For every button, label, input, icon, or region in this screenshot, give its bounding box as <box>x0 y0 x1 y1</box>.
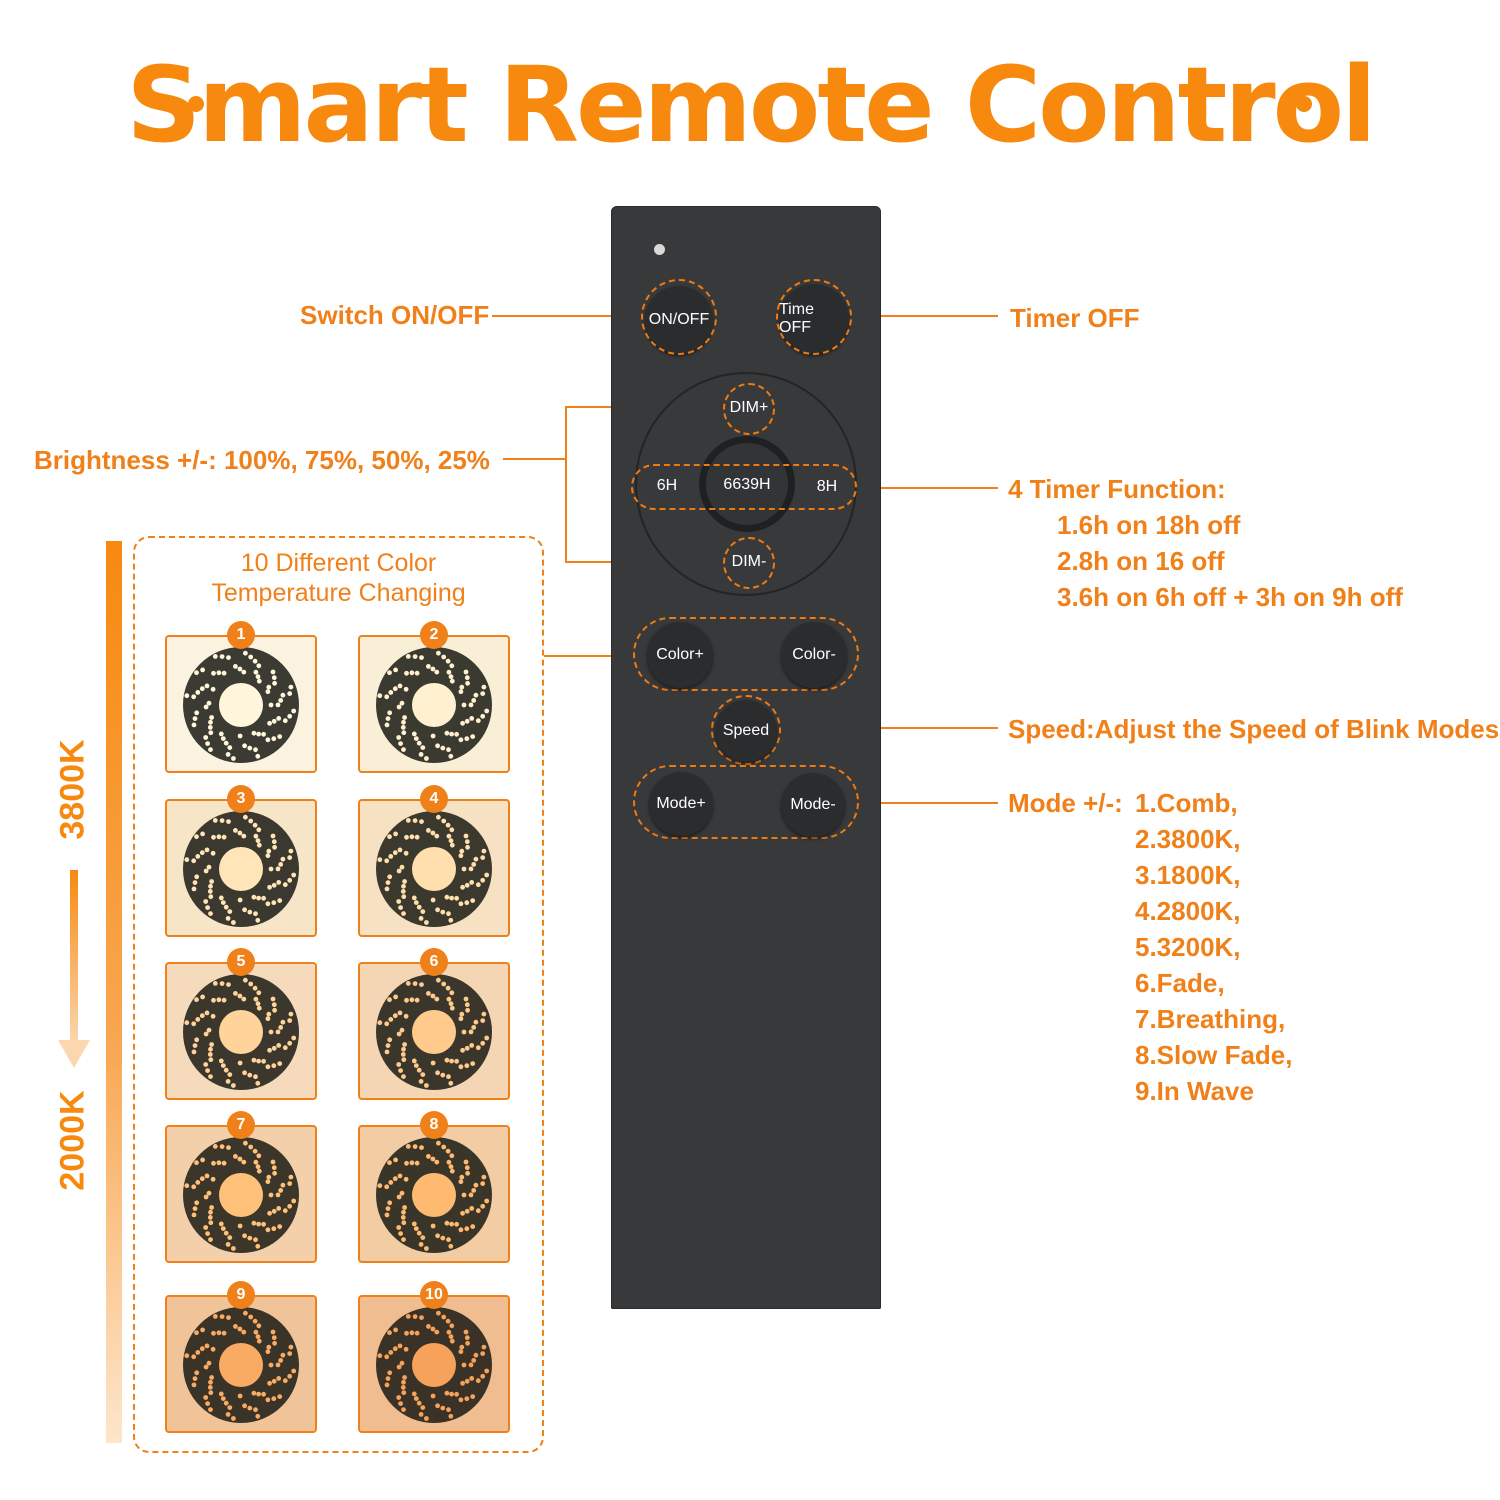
mode-item: 7.Breathing, <box>1135 1004 1286 1034</box>
mode-minus-label: Mode- <box>790 796 836 813</box>
color-sample-card <box>165 799 317 937</box>
mode-plus-label: Mode+ <box>656 795 706 812</box>
wreath-icon <box>183 811 299 927</box>
connector-line <box>492 315 642 317</box>
mode-minus-button[interactable]: Mode- <box>781 773 845 837</box>
color-plus-label: Color+ <box>656 646 704 663</box>
color-minus-label: Color- <box>792 646 836 663</box>
color-plus-button[interactable]: Color+ <box>647 622 713 688</box>
color-sample-card <box>358 635 510 773</box>
color-sample-card <box>165 635 317 773</box>
center-button[interactable]: 6639H <box>723 476 771 493</box>
wreath-icon <box>376 1307 492 1423</box>
connector-line <box>565 406 567 562</box>
indicator-led <box>654 244 665 255</box>
connector-line <box>855 487 998 489</box>
color-sample-number: 8 <box>420 1111 448 1139</box>
time-off-highlight <box>776 279 852 355</box>
mode-item: 1.Comb, <box>1135 788 1238 818</box>
color-sample-card <box>165 1125 317 1263</box>
color-sample-number: 3 <box>227 785 255 813</box>
mode-row-highlight <box>633 765 859 839</box>
scale-arrow-shaft <box>70 870 78 1046</box>
title-dot-left <box>188 96 204 112</box>
eight-h-button[interactable]: 8H <box>816 478 838 495</box>
color-temperature-panel <box>133 536 544 1453</box>
color-sample-card <box>165 1295 317 1433</box>
color-sample-number: 2 <box>420 621 448 649</box>
color-sample-number: 4 <box>420 785 448 813</box>
speed-label: Speed <box>722 722 770 739</box>
speed-button[interactable]: Speed <box>715 700 777 762</box>
color-row-highlight <box>633 617 859 691</box>
color-sample-card <box>358 799 510 937</box>
panel-title-line1: 10 Different Color <box>240 549 437 577</box>
center-ring <box>699 436 795 532</box>
label-switch: Switch ON/OFF <box>300 300 490 330</box>
panel-title-line2: Temperature Changing <box>211 579 466 607</box>
connector-line <box>780 727 998 729</box>
six-h-button[interactable]: 6H <box>656 477 678 494</box>
connector-line <box>544 655 634 657</box>
title-dot-right <box>1296 96 1312 112</box>
color-sample-number: 10 <box>420 1281 448 1309</box>
color-sample-number: 6 <box>420 948 448 976</box>
dim-minus-highlight <box>723 537 775 589</box>
color-sample-number: 1 <box>227 621 255 649</box>
color-sample-card <box>165 962 317 1100</box>
label-brightness: Brightness +/-: 100%, 75%, 50%, 25% <box>34 445 490 475</box>
wreath-icon <box>183 974 299 1090</box>
label-mode: Mode +/-: <box>1008 788 1123 818</box>
mode-item: 2.3800K, <box>1135 824 1241 854</box>
color-sample-number: 7 <box>227 1111 255 1139</box>
mode-item: 5.3200K, <box>1135 932 1241 962</box>
color-minus-button[interactable]: Color- <box>781 622 847 688</box>
mode-item: 9.In Wave <box>1135 1076 1254 1106</box>
wreath-icon <box>183 647 299 763</box>
wreath-icon <box>376 1137 492 1253</box>
wreath-icon <box>183 1307 299 1423</box>
label-speed: Speed:Adjust the Speed of Blink Modes <box>1008 714 1500 744</box>
connector-line <box>848 315 998 317</box>
mode-item: 6.Fade, <box>1135 968 1225 998</box>
label-timer-off: Timer OFF <box>1010 303 1140 333</box>
scale-top-label: 3800K <box>53 739 92 840</box>
color-sample-card <box>358 1295 510 1433</box>
remote-control: ON/OFF Time OFF DIM+ DIM- 6H 6639H 8H Co… <box>611 206 881 1309</box>
timer-row-highlight <box>631 464 857 510</box>
color-sample-card <box>358 1125 510 1263</box>
temperature-gradient-bar <box>106 541 122 1443</box>
timer-function-item: 1.6h on 18h off <box>1057 510 1241 540</box>
color-sample-number: 9 <box>227 1281 255 1309</box>
timer-function-item: 2.8h on 16 off <box>1057 546 1225 576</box>
speed-highlight <box>711 695 781 765</box>
color-sample-number: 5 <box>227 948 255 976</box>
wreath-icon <box>376 647 492 763</box>
mode-plus-button[interactable]: Mode+ <box>649 772 713 836</box>
wreath-icon <box>376 811 492 927</box>
mode-item: 8.Slow Fade, <box>1135 1040 1293 1070</box>
dim-plus-highlight <box>723 383 775 435</box>
connector-line <box>857 802 998 804</box>
timer-function-item: 3.6h on 6h off + 3h on 9h off <box>1057 582 1403 612</box>
page-title: Smart Remote Control <box>126 44 1376 166</box>
connector-line <box>503 458 565 460</box>
color-sample-card <box>358 962 510 1100</box>
arrow-down-icon <box>58 1040 90 1068</box>
mode-item: 4.2800K, <box>1135 896 1241 926</box>
wreath-icon <box>376 974 492 1090</box>
mode-item: 3.1800K, <box>1135 860 1241 890</box>
scale-bottom-label: 2000K <box>53 1090 92 1191</box>
on-off-highlight <box>641 279 717 355</box>
label-timer-function: 4 Timer Function: <box>1008 474 1226 504</box>
wreath-icon <box>183 1137 299 1253</box>
